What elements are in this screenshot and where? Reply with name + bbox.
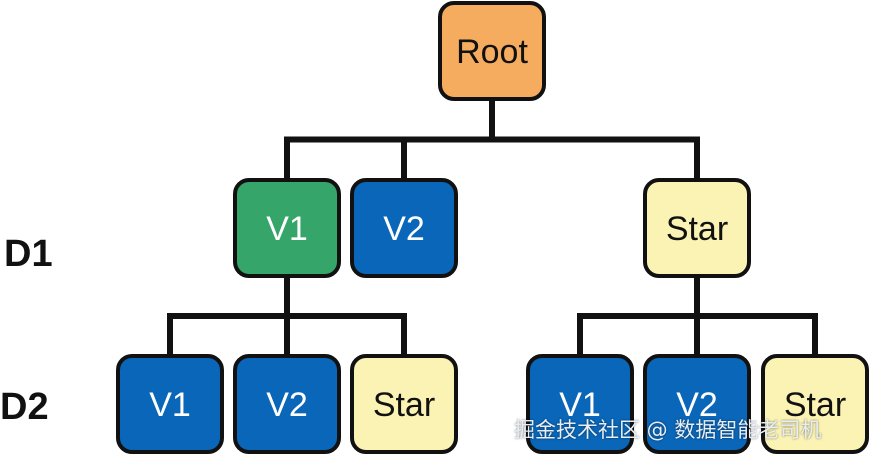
node-box: [438, 1, 546, 101]
node-d1-star: Star: [643, 178, 751, 278]
node-d2-b-v1: V1: [526, 354, 634, 454]
node-d1-v2: V2: [350, 178, 458, 278]
node-label: Star: [784, 386, 846, 424]
node-box: [643, 178, 751, 278]
node-d2-a-star: Star: [350, 354, 458, 454]
node-label: Star: [666, 210, 728, 248]
node-box: [350, 354, 458, 454]
node-label: V1: [149, 386, 191, 424]
level-label-d1: D1: [4, 233, 53, 275]
node-d1-v1: V1: [233, 178, 341, 278]
level-label-d2: D2: [0, 386, 49, 428]
node-d2-a-v1: V1: [116, 354, 224, 454]
node-label: Root: [456, 33, 528, 71]
node-d2-b-star: Star: [761, 354, 869, 454]
node-label: V1: [559, 386, 601, 424]
node-root: Root: [438, 1, 546, 101]
node-d2-a-v2: V2: [233, 354, 341, 454]
node-label: V1: [266, 210, 308, 248]
node-box: [350, 178, 458, 278]
tree-edges: [167, 96, 818, 359]
node-d2-b-v2: V2: [643, 354, 751, 454]
node-box: [116, 354, 224, 454]
node-box: [761, 354, 869, 454]
node-label: Star: [373, 386, 435, 424]
node-label: V2: [383, 210, 425, 248]
node-box: [643, 354, 751, 454]
node-box: [233, 354, 341, 454]
node-label: V2: [676, 386, 718, 424]
node-label: V2: [266, 386, 308, 424]
node-box: [233, 178, 341, 278]
watermark: 掘金技术社区 @ 数据智能老司机: [514, 418, 822, 442]
node-box: [526, 354, 634, 454]
